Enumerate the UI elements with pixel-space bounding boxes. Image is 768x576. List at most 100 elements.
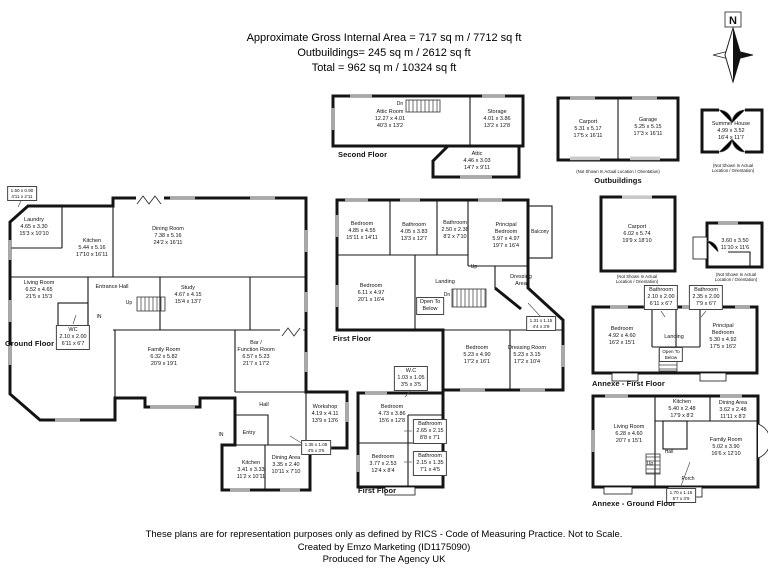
label-ax-principal-line: Bedroom <box>711 329 735 336</box>
label-attic-room-line: Attic Room <box>376 109 404 115</box>
label-carport1-line: Carport <box>578 119 598 125</box>
label-ax-openbelow-line: Below <box>664 354 678 360</box>
label-workshop-line: 13'9 x 13'6 <box>311 417 339 424</box>
label-annexe-first-label: Annexe - First Floor <box>592 379 665 388</box>
label-ax-bath2-line: Bathroom <box>694 287 718 293</box>
label-bedroom-f1-line: Bedroom <box>350 221 374 227</box>
label-open-below-f-line: Open To <box>419 299 441 305</box>
label-hall-main-line: Hall <box>259 402 269 408</box>
label-wc-callout-line: 1.03 x 1.05 <box>397 374 425 381</box>
label-outbuildings-label: Outbuildings <box>594 176 641 185</box>
label-bathroom-f1-line: 13'3 x 12'7 <box>400 235 428 242</box>
label-study-line: Study <box>180 285 196 291</box>
label-dressing-room-line: Dressing Room <box>508 345 546 351</box>
label-attic-line: 14'7 x 9'11 <box>464 164 490 171</box>
produced-for-line: Produced for The Agency UK <box>322 554 446 565</box>
label-ax-principal-line: 5.30 x 4.92 <box>709 336 737 343</box>
label-attic-room-line: 12.27 x 4.01 <box>374 115 406 122</box>
label-kitchen2-line: 3.41 x 3.33 <box>237 466 265 473</box>
label-annexe-first-label-line: Annexe - First Floor <box>592 379 665 388</box>
label-balcony-line: Balcony <box>531 229 549 235</box>
label-entry-line: Entry <box>242 430 256 436</box>
label-up-g: Up <box>126 300 132 306</box>
label-ax-bath1-line: 2.10 x 2.00 <box>647 293 675 300</box>
label-study-line: 15'4 x 13'7 <box>174 298 202 305</box>
label-ax-bedroom-line: Bedroom <box>610 326 634 332</box>
label-wc-callout-line: W.C <box>405 368 417 374</box>
label-up-f-line: Up <box>470 264 478 270</box>
label-ax-landing-line: Landing <box>664 334 684 340</box>
label-bathroom-f2-line: 2.50 x 2.38 <box>441 226 469 233</box>
label-outb3-line: 3.60 x 3.50 <box>721 238 749 244</box>
label-ag-family-line: 5.02 x 3.90 <box>712 443 740 450</box>
label-landing-f-line: Landing <box>435 279 455 285</box>
outbuildings-outline <box>556 96 680 162</box>
label-up-f: Up <box>471 264 477 270</box>
label-family-room-line: Family Room <box>147 347 181 353</box>
label-ag-family-line: Family Room <box>709 437 743 443</box>
label-dressing-room-line: 17'2 x 10'4 <box>513 358 541 365</box>
label-ax-bath2-line: 7'9 x 6'7 <box>695 300 717 307</box>
label-dressing-area-line: Area <box>515 280 527 287</box>
label-up-g-line: Up <box>125 300 133 306</box>
label-outb3-line: 11'10 x 11'6 <box>720 244 750 251</box>
label-in1-line: IN <box>96 314 102 320</box>
label-kitchen-main-line: 5.44 x 5.16 <box>78 244 106 251</box>
label-dn-s: Dn <box>397 101 403 107</box>
label-kitchen-main-line: Kitchen <box>82 238 102 244</box>
label-kitchen-main-line: 17'10 x 16'11 <box>76 251 108 258</box>
label-bathroom-s2-line: Bathroom <box>418 453 442 459</box>
ground-floor-outline <box>8 194 349 492</box>
label-bar-function-line: 6.57 x 5.23 <box>242 353 270 360</box>
disclaimer-line: These plans are for representation purpo… <box>145 529 623 540</box>
label-bedroom-f2-line: Bedroom <box>359 283 383 289</box>
label-landing-f: Landing <box>435 279 455 286</box>
label-annexe-ground-label: Annexe - Ground Floor <box>592 499 676 508</box>
label-carport2-line: 19'9 x 18'10 <box>622 237 652 244</box>
label-outbuildings-label-line: Outbuildings <box>594 176 642 185</box>
label-ag-callout-line: 1.70 x 1.15 <box>669 490 693 495</box>
label-callout-g2-line: 4'5 x 3'5 <box>307 447 325 453</box>
label-kitchen2-line: 11'2 x 10'11 <box>236 473 266 480</box>
label-laundry-line: 4.65 x 3.30 <box>20 223 48 230</box>
label-living-room-line: 21'5 x 15'3 <box>25 293 53 300</box>
label-dining-room-line: Dining Room <box>152 226 184 232</box>
label-bedroom-f2-line: 20'1 x 16'4 <box>357 296 385 303</box>
label-principal-f-line: 19'7 x 16'4 <box>492 242 520 249</box>
label-ax-bedroom-line: 16'2 x 15'1 <box>608 339 636 346</box>
label-ag-up-line: Up <box>646 461 654 467</box>
label-entrance-hall: Entrance Hall <box>95 284 128 291</box>
label-bar-function-line: Function Room <box>237 346 275 353</box>
label-garage-line: 17'3 x 16'11 <box>633 130 663 137</box>
label-entrance-hall-line: Entrance Hall <box>95 284 129 290</box>
label-carport2-line: Carport <box>627 224 647 230</box>
label-bathroom-s2-line: 7'1 x 4'5 <box>419 466 441 473</box>
label-bathroom-f1-line: 4.05 x 3.83 <box>400 228 428 235</box>
label-second-floor-label-line: Second Floor <box>338 150 388 159</box>
label-ground-label-line: Ground Floor <box>5 339 55 348</box>
label-bathroom-s2-line: 2.15 x 1.35 <box>416 459 444 466</box>
label-open-below-f-line: Below <box>422 305 438 312</box>
label-ag-kitchen-line: 17'9 x 8'2 <box>670 412 694 419</box>
